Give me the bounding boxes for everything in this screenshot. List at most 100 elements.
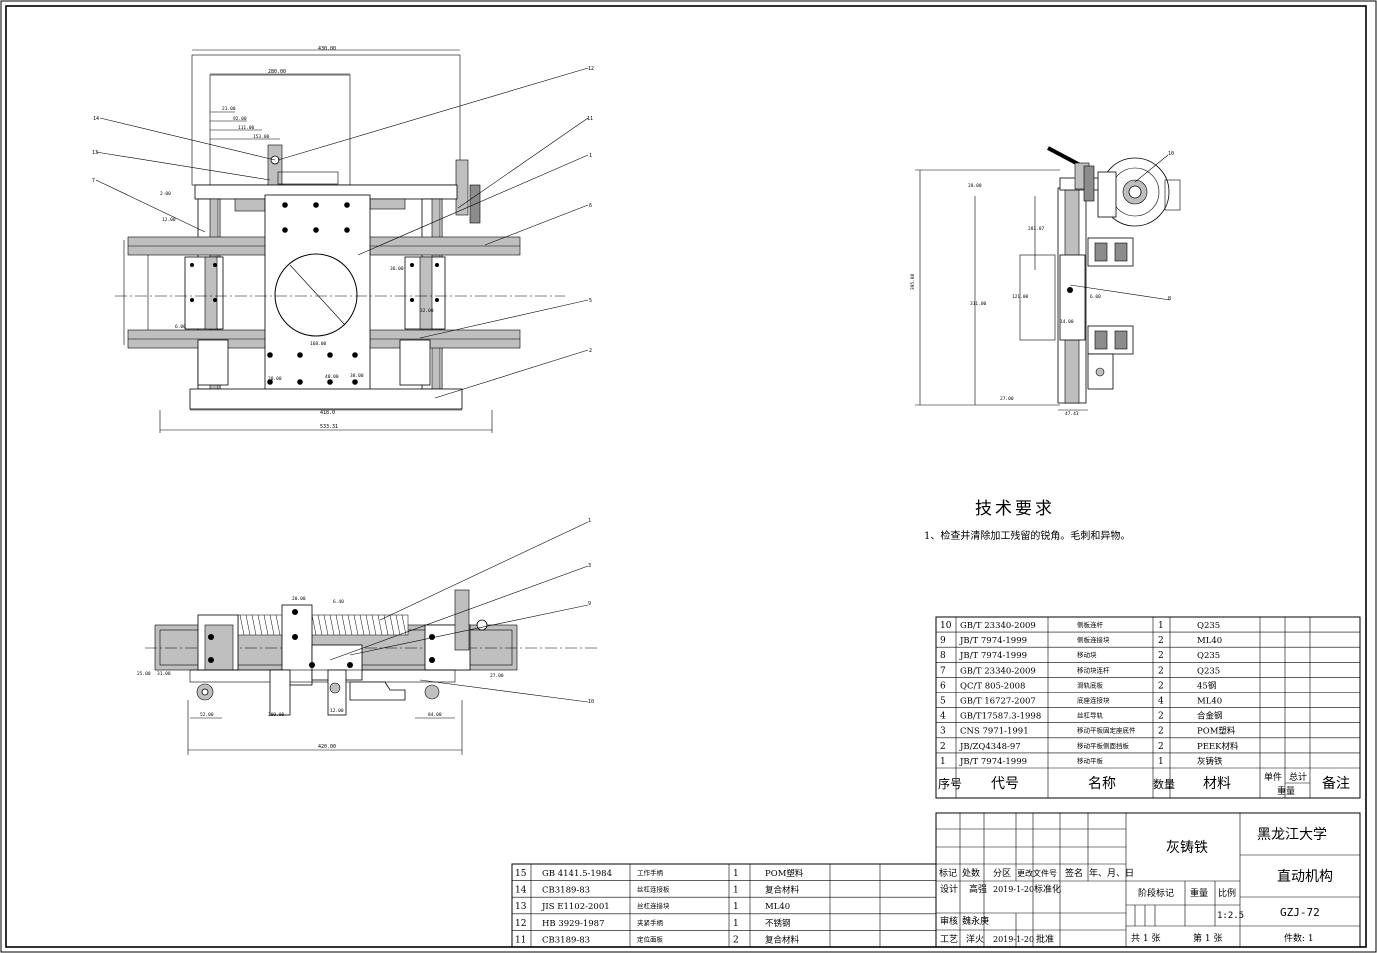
- tb-approve: 批准: [1036, 933, 1054, 945]
- bom-left-no: 15: [515, 869, 527, 879]
- bom-left-material: ML40: [765, 902, 790, 912]
- dim-2: 2.00: [160, 191, 171, 197]
- bom-name: 侧板连接块: [1077, 635, 1110, 644]
- bom-qty: 2: [1158, 651, 1164, 661]
- tb-h-doc: 更改文件号: [1017, 868, 1057, 878]
- bom-qty: 2: [1158, 727, 1164, 737]
- bom-code: JB/T 7974-1999: [959, 636, 1027, 646]
- bom-left-qty: 1: [733, 869, 739, 879]
- bom-h-qty: 数量: [1153, 778, 1175, 791]
- bom-left-no: 12: [515, 919, 526, 929]
- bom-left-material: POM塑料: [765, 868, 804, 879]
- tb-h-sign: 签名: [1065, 867, 1083, 879]
- dim-47: 47.43: [1065, 411, 1079, 417]
- bom-material: POM塑料: [1197, 726, 1236, 737]
- bom-qty: 1: [1158, 757, 1164, 767]
- tb-design-date: 2019-1-20: [993, 885, 1034, 894]
- bom-h-name: 名称: [1088, 776, 1116, 792]
- bom-no: 10: [940, 621, 952, 631]
- dim-32: 32.00: [420, 308, 434, 314]
- bom-qty: 2: [1158, 681, 1164, 691]
- bom-code: GB/T 23340-2009: [960, 666, 1036, 676]
- bom-left-material: 复合材料: [765, 885, 800, 896]
- dim-21: 21.00: [222, 106, 236, 112]
- bom-name: 移动块: [1077, 650, 1097, 659]
- tb-total-sheets: 共 1 张: [1131, 933, 1160, 944]
- bom-left-qty: 1: [733, 902, 739, 912]
- callout-9: 9: [588, 601, 591, 607]
- dim-20: 20.00: [268, 376, 282, 382]
- callout-12: 12: [588, 66, 594, 72]
- bom-left-row: 14 CB3189-83 丝杠连接板 1 复合材料: [515, 885, 800, 896]
- callout-10-side: 10: [1168, 151, 1174, 157]
- tb-processor: 洋火: [966, 933, 984, 945]
- callout-5: 5: [589, 298, 592, 304]
- tb-pieces: 件数: 1: [1284, 932, 1314, 944]
- tb-reviewer: 魏永庚: [962, 915, 989, 927]
- bom-no: 1: [940, 757, 946, 767]
- bom-code: JB/T 7974-1999: [959, 651, 1027, 661]
- callout-6: 6: [589, 203, 592, 209]
- bom-left-no: 14: [515, 886, 527, 896]
- bom-material: 灰铸铁: [1197, 756, 1223, 767]
- bom-name: 丝杠导轨: [1077, 711, 1104, 720]
- callout-14: 14: [93, 116, 99, 122]
- bom-qty: 2: [1158, 712, 1164, 722]
- dim-200: 200.00: [268, 712, 285, 718]
- callout-1: 1: [589, 153, 592, 159]
- tb-h-date: 年、月、日: [1089, 867, 1134, 879]
- dim-28: 28.00: [968, 183, 982, 189]
- dim-52: 52.00: [200, 712, 214, 718]
- dim-84: 84.00: [428, 712, 442, 718]
- dim-12-top: 12.00: [330, 708, 344, 714]
- bom-code: JB/ZQ4348-97: [959, 742, 1021, 752]
- bom-name: 滑轨底板: [1077, 680, 1104, 689]
- bom-left-code: CB3189-83: [542, 886, 590, 896]
- bom-name: 移动平板侧面挡板: [1077, 741, 1130, 750]
- dim-31: 31.00: [157, 671, 171, 677]
- tb-material: 灰铸铁: [1166, 840, 1208, 856]
- dim-395: 395.08: [910, 273, 916, 290]
- bom-no: 9: [940, 636, 946, 646]
- front-view: 430.00 280.00 21.00 92.00 111.00 153.00: [92, 46, 594, 433]
- bom-h-no: 序号: [938, 776, 962, 791]
- bom-name: 移动块连杆: [1077, 665, 1110, 674]
- bom-qty: 2: [1158, 666, 1164, 676]
- tb-drawing-no: GZJ-72: [1280, 906, 1320, 919]
- bom-left-qty: 2: [733, 935, 739, 945]
- bom-left-material: 不锈钢: [765, 918, 791, 929]
- bom-left-name: 丝杠连接板: [637, 885, 670, 894]
- bom-code: CNS 7971-1991: [960, 727, 1029, 737]
- bom-h-weight: 重量: [1277, 785, 1295, 797]
- callout-13: 13: [92, 150, 98, 156]
- dim-25: 25.00: [137, 671, 151, 677]
- top-view: 52.00 84.00 200.00 420.00 20.00 6.40 25.…: [137, 518, 600, 755]
- bom-left-code: GB 4141.5-1984: [542, 869, 612, 879]
- bom-name: 底座连接块: [1077, 696, 1110, 705]
- tb-h-mark: 标记: [939, 867, 957, 879]
- bom-h-code: 代号: [991, 776, 1019, 792]
- dim-111: 111.00: [238, 125, 255, 131]
- dim-533: 533.31: [320, 424, 338, 430]
- dim-153: 153.00: [253, 134, 270, 140]
- tb-scale: 1:2.5: [1217, 911, 1244, 921]
- dim-12: 12.00: [162, 217, 176, 223]
- tb-h-zone: 分区: [993, 868, 1011, 879]
- bom-material: Q235: [1197, 621, 1220, 631]
- callout-2: 2: [589, 348, 592, 354]
- bom-left-no: 11: [515, 935, 526, 945]
- bom-left-qty: 1: [733, 886, 739, 896]
- bom-left-qty: 1: [733, 919, 739, 929]
- bom-no: 2: [940, 742, 946, 752]
